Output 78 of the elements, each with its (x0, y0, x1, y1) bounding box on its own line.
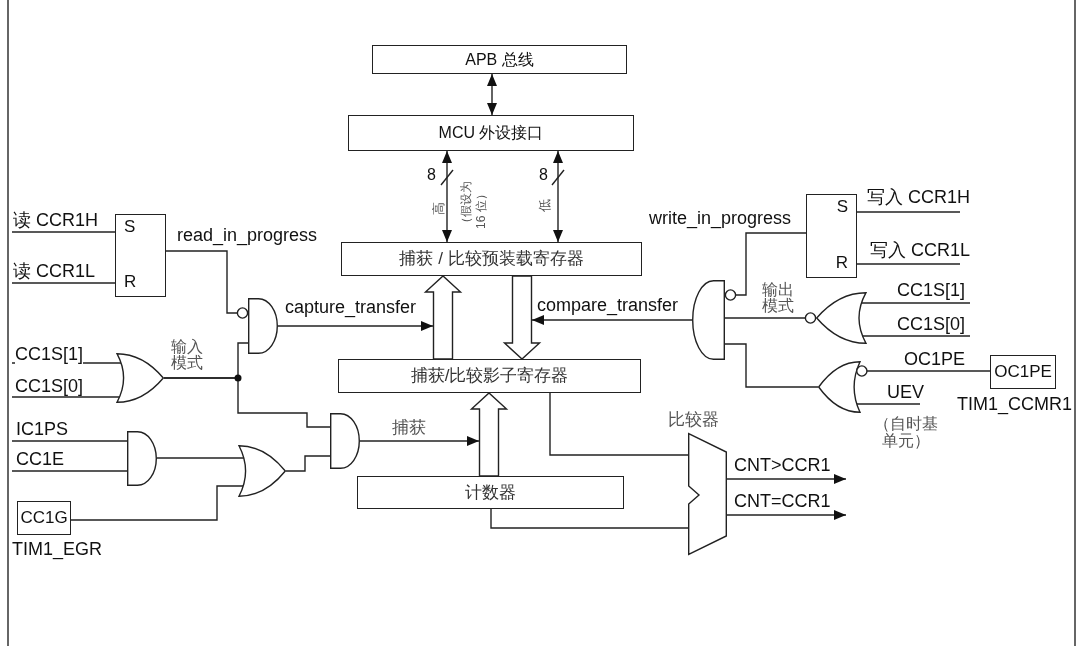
register-block (341, 242, 642, 276)
signal-label: 读 CCR1L (13, 261, 96, 281)
register-bit-box (990, 355, 1056, 389)
bus-block (372, 45, 627, 74)
or-gate (117, 353, 164, 403)
signal-label: write_in_progress (649, 208, 792, 228)
counter-block (357, 476, 624, 509)
block-label: 捕获/比较影子寄存器 (410, 366, 569, 386)
wire (163, 377, 331, 428)
wire (866, 370, 991, 372)
hollow-arrow (502, 275, 542, 360)
wire (165, 250, 238, 314)
signal-label: 读 CCR1H (13, 210, 98, 230)
wire (285, 455, 331, 472)
arrow (277, 321, 434, 331)
and-gate (330, 413, 360, 469)
signal-label: read_in_progress (177, 225, 318, 245)
and-gate (127, 431, 157, 486)
wire (11, 440, 128, 442)
block-label: MCU 外设接口 (438, 123, 544, 143)
wire (724, 317, 806, 319)
bus-note: 高 (432, 201, 446, 215)
wire (856, 263, 961, 265)
comparator-symbol (688, 433, 727, 555)
signal-label: compare_transfer (537, 295, 679, 315)
hollow-arrow (423, 275, 463, 360)
and-gate (237, 298, 278, 354)
signal-label: 写入 CCR1L (870, 240, 971, 260)
wire (735, 232, 807, 296)
wire (11, 231, 116, 233)
bit-label: OC1PE (994, 362, 1052, 382)
bus-note: 低 (538, 198, 552, 212)
signal-label: CC1S[0] (15, 376, 84, 396)
block-label: 计数器 (465, 482, 516, 503)
register-bit-box (17, 501, 71, 535)
bit-label: CC1G (20, 508, 68, 528)
register-block (338, 359, 641, 393)
sr-latch (115, 214, 166, 297)
wire (860, 302, 971, 304)
arrow (359, 436, 480, 446)
wire (549, 392, 689, 456)
comparator-label: 比较器 (668, 410, 719, 430)
double-arrow (487, 73, 497, 116)
signal-label: CC1S[0] (897, 314, 966, 334)
signal-label: CC1S[1] (897, 280, 966, 300)
double-arrow (442, 150, 452, 243)
wire (724, 343, 819, 388)
register-name: TIM1_CCMR1 (957, 394, 1072, 414)
double-arrow (553, 150, 563, 243)
nor-gate (805, 292, 866, 344)
source-note: （自时基单元） (873, 415, 939, 449)
or-gate (239, 445, 286, 497)
wire (156, 457, 245, 459)
pin-label: S (836, 197, 848, 217)
arrow (531, 315, 693, 325)
or-gate (818, 361, 871, 413)
signal-label: 写入 CCR1H (867, 187, 970, 207)
arrow (726, 474, 847, 484)
sr-latch (806, 194, 857, 278)
signal-label: capture_transfer (285, 297, 417, 317)
block-label: APB 总线 (465, 49, 534, 70)
register-name: TIM1_EGR (12, 539, 103, 559)
and-gate (692, 280, 736, 360)
wire (861, 335, 971, 337)
wire (856, 211, 961, 213)
pin-label: R (124, 272, 137, 292)
wire (11, 282, 116, 284)
hollow-arrow (469, 392, 509, 477)
interface-block (348, 115, 634, 151)
arrow (726, 510, 847, 520)
signal-label: CC1S[1] (15, 344, 84, 364)
pin-label: S (124, 217, 136, 237)
wire (11, 470, 128, 472)
block-label: 捕获 / 比较预装载寄存器 (399, 249, 584, 269)
pin-label: R (835, 253, 848, 273)
signal-label: 捕获 (392, 418, 426, 438)
wire (490, 508, 689, 529)
bus-note: （假设为16 位） (459, 180, 489, 229)
